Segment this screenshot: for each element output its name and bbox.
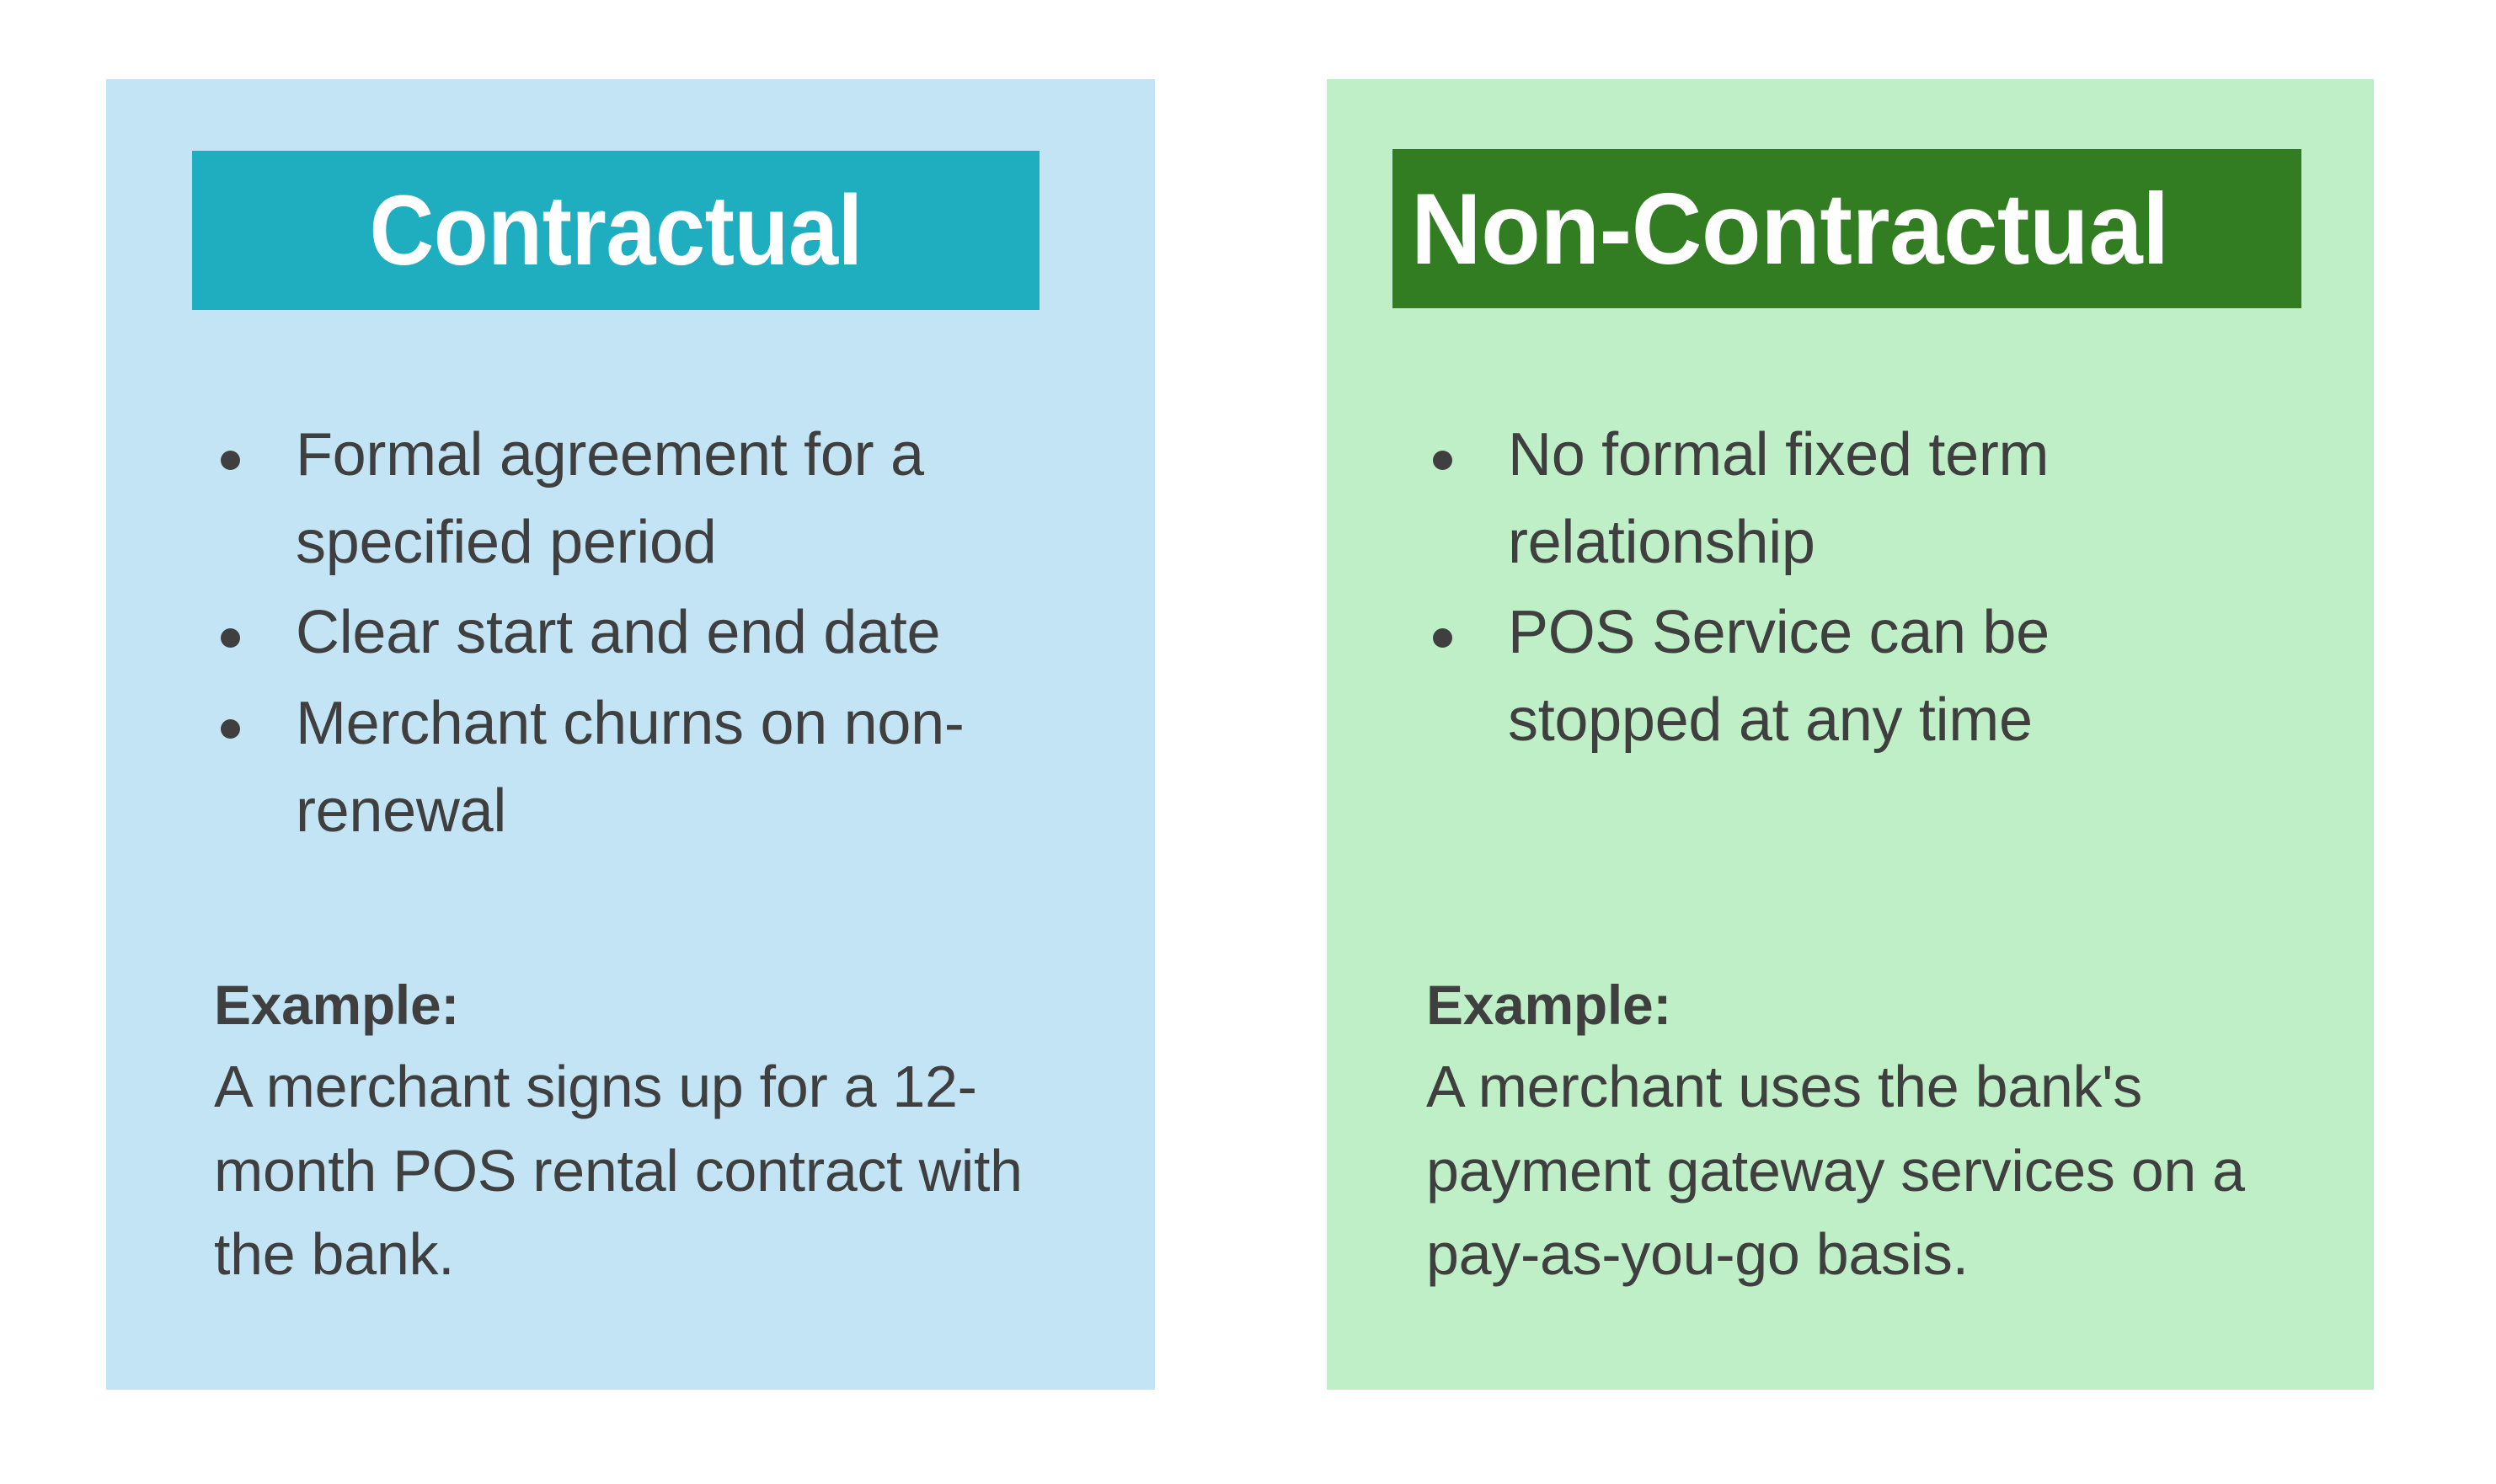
contractual-bullet-list: Formal agreement for a specified period … [214,412,1056,858]
list-item: No formal fixed term relationship [1426,412,2277,586]
non-contractual-card-header: Non-Contractual [1392,149,2301,308]
bullet-text: POS Service can be stopped at any time [1508,599,2050,755]
non-contractual-card: Non-Contractual No formal fixed term rel… [1327,79,2374,1390]
contractual-card-header: Contractual [192,151,1040,310]
contractual-card: Contractual Formal agreement for a speci… [106,79,1155,1390]
example-text: A merchant signs up for a 12-month POS r… [214,1054,1023,1287]
bullet-dot-icon [1433,628,1452,649]
list-item: Merchant churns on non-renewal [214,681,1056,855]
bullet-text: Clear start and end date [296,599,941,667]
example-label: Example: [214,974,460,1036]
non-contractual-bullet-list: No formal fixed term relationship POS Se… [1426,412,2277,768]
list-item: POS Service can be stopped at any time [1426,590,2277,764]
bullet-dot-icon [221,628,240,649]
bullet-dot-icon [221,719,240,739]
list-item: Clear start and end date [214,590,1056,677]
bullet-text: Merchant churns on non-renewal [296,690,965,845]
non-contractual-card-title: Non-Contractual [1411,172,2169,286]
list-item: Formal agreement for a specified period [214,412,1056,586]
example-label: Example: [1426,974,1672,1036]
bullet-dot-icon [221,451,240,470]
bullet-text: No formal fixed term relationship [1508,421,2050,576]
contractual-card-title: Contractual [369,174,863,286]
example-text: A merchant uses the bank's payment gatew… [1426,1054,2245,1287]
contractual-example-block: Example: A merchant signs up for a 12-mo… [214,972,1107,1296]
bullet-dot-icon [1433,451,1452,470]
bullet-text: Formal agreement for a specified period [296,421,924,576]
non-contractual-example-block: Example: A merchant uses the bank's paym… [1426,972,2306,1296]
